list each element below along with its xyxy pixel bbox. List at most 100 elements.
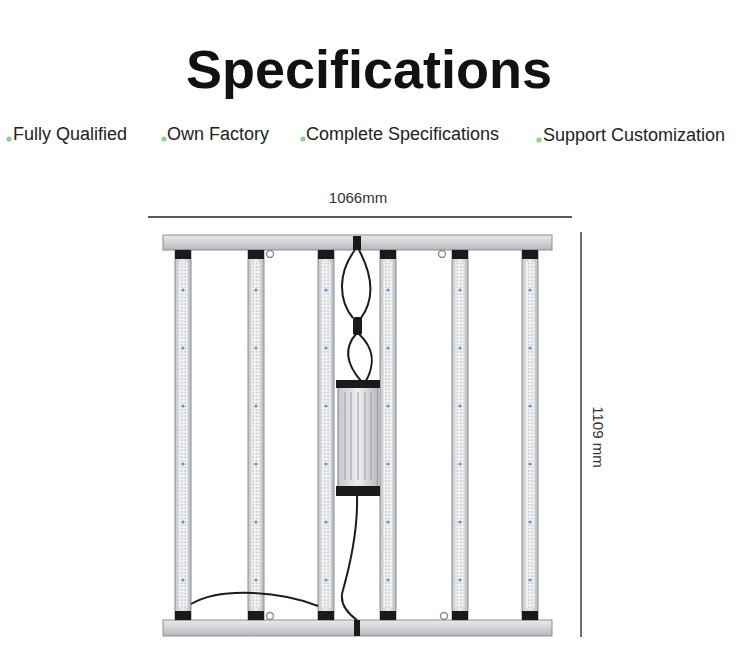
led-bar — [254, 346, 257, 349]
led-bar — [324, 288, 327, 291]
led-bar — [181, 404, 184, 407]
led-bar — [318, 611, 334, 620]
power-cable — [342, 496, 357, 620]
led-bar — [324, 404, 327, 407]
led-bar — [458, 404, 461, 407]
led-bar — [324, 578, 327, 581]
feature-text: Own Factory — [167, 124, 269, 145]
feature-bullet — [161, 136, 166, 141]
led-bar — [386, 520, 389, 523]
feature-bullet — [6, 136, 11, 141]
led-bar — [456, 262, 465, 608]
led-bar — [181, 288, 184, 291]
led-bar — [248, 250, 264, 620]
led-bar — [324, 346, 327, 349]
frame-bar — [354, 620, 360, 636]
led-bar — [175, 250, 538, 620]
led-bar — [458, 520, 461, 523]
led-bar — [522, 250, 538, 259]
led-bar — [318, 250, 334, 259]
power-cable — [342, 250, 355, 318]
dimension-line — [148, 216, 572, 217]
led-bar — [458, 346, 461, 349]
frame-bar — [163, 235, 552, 250]
led-bar — [386, 346, 389, 349]
led-bar — [181, 520, 184, 523]
led-bar — [181, 578, 184, 581]
page-title: Specifications — [186, 38, 552, 100]
led-bar — [528, 346, 531, 349]
led-bar — [318, 250, 334, 620]
led-bar — [175, 611, 191, 620]
dimension-label: 1109 mm — [589, 406, 606, 467]
led-bar — [528, 462, 531, 465]
cable-connector — [353, 317, 362, 335]
led-bar — [522, 250, 538, 620]
feature-bullet — [300, 136, 305, 141]
hook — [267, 613, 274, 620]
driver-box — [336, 380, 380, 388]
led-bar — [452, 250, 468, 259]
led-bar — [380, 250, 396, 620]
power-cable — [191, 593, 318, 606]
led-bar — [458, 288, 461, 291]
led-bar — [386, 462, 389, 465]
power-cable — [359, 334, 372, 381]
feature-text: Support Customization — [543, 125, 725, 146]
led-bar — [248, 611, 264, 620]
frame-bar — [353, 236, 361, 250]
hook — [441, 613, 448, 620]
dimension-label: 1066mm — [329, 189, 387, 206]
led-bar — [254, 404, 257, 407]
led-bar — [254, 578, 257, 581]
driver-box — [336, 380, 380, 496]
driver-box — [365, 392, 366, 480]
led-bar — [175, 250, 191, 620]
feature-text: Fully Qualified — [13, 124, 127, 145]
led-bar — [522, 250, 538, 620]
dimension-line — [580, 232, 581, 637]
led-bar — [252, 262, 261, 608]
led-bar — [380, 250, 396, 259]
led-bar — [248, 250, 264, 259]
led-bar — [318, 250, 334, 620]
led-bar — [458, 462, 461, 465]
led-bar — [380, 250, 396, 620]
led-bar — [175, 250, 191, 620]
led-bar — [528, 520, 531, 523]
led-bar — [254, 520, 257, 523]
led-bar — [386, 288, 389, 291]
power-cable — [191, 250, 372, 620]
led-bar — [386, 404, 389, 407]
hook — [267, 251, 448, 620]
cable-connector — [353, 317, 362, 335]
led-bar — [181, 346, 184, 349]
led-bar — [528, 288, 531, 291]
led-bar — [380, 611, 396, 620]
led-bar — [324, 462, 327, 465]
led-bar — [458, 578, 461, 581]
driver-box — [371, 392, 372, 480]
led-bar — [528, 404, 531, 407]
led-bar — [452, 250, 468, 620]
led-bar — [179, 262, 188, 608]
led-bar — [175, 250, 191, 259]
led-bar — [181, 462, 184, 465]
hook — [439, 251, 446, 258]
feature-text: Complete Specifications — [306, 124, 499, 145]
driver-box — [358, 392, 359, 480]
power-cable — [359, 250, 371, 318]
driver-box — [345, 392, 371, 480]
led-bar — [452, 611, 468, 620]
led-bar — [254, 462, 257, 465]
hook — [267, 251, 274, 258]
feature-bullet — [536, 137, 541, 142]
led-bar — [322, 262, 331, 608]
led-bar — [384, 262, 393, 608]
led-bar — [386, 578, 389, 581]
power-cable — [348, 334, 361, 381]
driver-box — [338, 385, 378, 487]
led-bar — [452, 250, 468, 620]
driver-box — [351, 392, 352, 480]
